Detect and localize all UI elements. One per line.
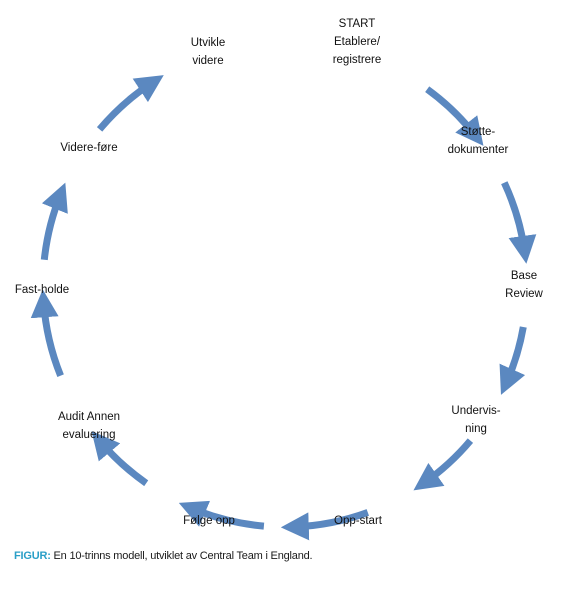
cycle-arrow-6 [178, 500, 265, 530]
cycle-arrow-9 [40, 182, 68, 261]
cycle-arrow-5 [280, 509, 369, 541]
step-label-line: Utvikle [191, 37, 226, 49]
cycle-arrow-3 [499, 326, 527, 395]
cycle-arrow-8 [30, 289, 64, 378]
cycle-arrow-7 [91, 430, 149, 487]
step-label-utvikle: Utvikle videre [191, 37, 226, 67]
cycle-labels: START Etablere/registrereStøtte-dokumente… [15, 18, 544, 527]
step-label-videre-fore: Videre-føre [60, 142, 117, 154]
step-label-fast-holde: Fast-holde [15, 284, 69, 296]
step-label-line: Videre-føre [60, 142, 117, 154]
step-label-folge-opp: Følge opp [183, 515, 235, 527]
caption-label: FIGUR: [14, 550, 51, 562]
step-label-line: Audit Annen [58, 411, 120, 423]
step-label-line: Review [505, 288, 543, 300]
step-label-line: Etablere/ [334, 36, 381, 48]
step-label-line: Fast-holde [15, 284, 69, 296]
cycle-arrow-10 [96, 75, 164, 132]
step-label-start: START Etablere/registrere [333, 18, 382, 66]
step-label-line: START [339, 18, 376, 30]
step-label-line: Opp-start [334, 515, 383, 527]
step-label-line: Følge opp [183, 515, 235, 527]
step-label-undervisning: Undervis-ning [451, 405, 500, 435]
cycle-arrow-2 [501, 181, 537, 264]
step-label-opp-start: Opp-start [334, 515, 383, 527]
step-label-line: Støtte- [461, 126, 496, 138]
cycle-arrow-4 [413, 438, 474, 491]
step-label-audit: Audit Annen evaluering [58, 411, 120, 441]
step-label-line: evaluering [62, 429, 115, 441]
step-label-line: Base [511, 270, 537, 282]
figure-caption: FIGUR: En 10-trinns modell, utviklet av … [14, 550, 313, 562]
step-label-line: registrere [333, 54, 382, 66]
step-label-stottedokumenter: Støtte-dokumenter [448, 126, 509, 156]
step-label-line: dokumenter [448, 144, 509, 156]
cycle-arrows [30, 75, 537, 541]
step-label-line: videre [192, 55, 223, 67]
caption-text: En 10-trinns modell, utviklet av Central… [50, 550, 313, 562]
step-label-line: Undervis- [451, 405, 500, 417]
cycle-arrow-1 [425, 86, 484, 146]
step-label-line: ning [465, 423, 487, 435]
